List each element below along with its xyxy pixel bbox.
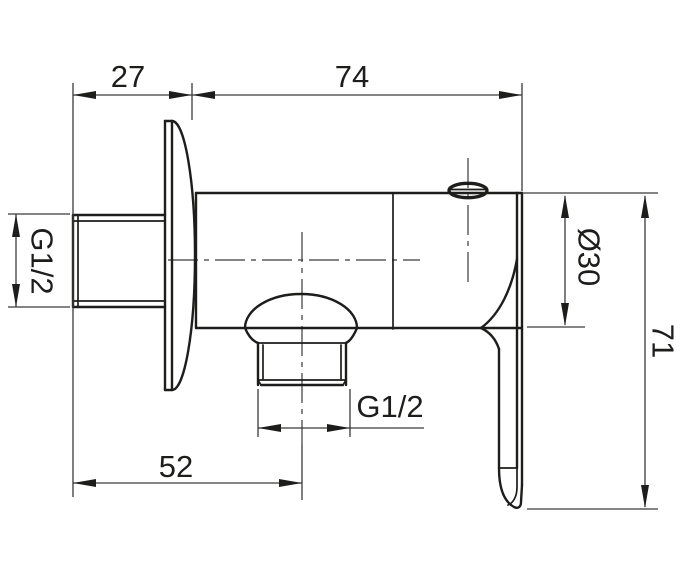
bonnet-screw bbox=[447, 181, 489, 200]
handle-front-curve bbox=[479, 257, 519, 330]
arrowhead bbox=[561, 195, 569, 218]
arrowhead bbox=[169, 91, 192, 99]
dim-74: 74 bbox=[192, 59, 523, 191]
outlet-nipple bbox=[243, 292, 359, 387]
nipple-chamfers bbox=[257, 379, 347, 386]
dim-label-27: 27 bbox=[111, 59, 145, 94]
arrowhead bbox=[641, 195, 649, 218]
inlet-pipe bbox=[71, 213, 167, 309]
arrowhead bbox=[12, 284, 20, 307]
handle-cap-inner bbox=[507, 467, 518, 506]
handle-cap-outer bbox=[497, 466, 524, 509]
dim-52: 52 bbox=[73, 449, 302, 487]
lever-handle bbox=[479, 257, 524, 509]
dim-label-height: 71 bbox=[646, 324, 681, 358]
outlet-left-fillet bbox=[243, 326, 260, 345]
screw-head bbox=[447, 181, 489, 200]
nipple-thread-lines bbox=[262, 344, 342, 380]
dim-diameter: Ø30 bbox=[522, 192, 658, 328]
arrowhead bbox=[192, 91, 215, 99]
dim-label-52: 52 bbox=[159, 449, 193, 484]
arrowhead bbox=[641, 485, 649, 508]
arrowhead bbox=[258, 424, 281, 432]
dim-label-inlet-thread: G1/2 bbox=[25, 227, 60, 294]
dim-label-74: 74 bbox=[335, 59, 369, 94]
dim-label-diameter: Ø30 bbox=[572, 228, 607, 287]
arrowhead bbox=[561, 303, 569, 326]
plate-dome-profile bbox=[170, 119, 197, 392]
dim-label-outlet-thread: G1/2 bbox=[356, 389, 423, 424]
arrowhead bbox=[12, 214, 20, 237]
arrowhead bbox=[499, 91, 522, 99]
escutcheon-plate bbox=[163, 119, 197, 392]
ext-lines-inlet bbox=[8, 213, 70, 308]
dim-outlet-thread: G1/2 bbox=[257, 389, 424, 437]
dim-27: 27 bbox=[72, 59, 193, 497]
arrowhead bbox=[73, 91, 96, 99]
handle-neck-fillet bbox=[479, 326, 501, 351]
arrowhead bbox=[327, 424, 350, 432]
arrowhead bbox=[73, 479, 96, 487]
valve-body bbox=[194, 191, 524, 487]
outlet-dome-arc bbox=[243, 292, 359, 330]
arrowhead bbox=[279, 479, 302, 487]
ext-lines-outlet bbox=[257, 389, 351, 437]
dim-inlet-thread: G1/2 bbox=[8, 213, 70, 308]
dim-height: 71 bbox=[527, 195, 681, 510]
centerlines bbox=[168, 158, 469, 500]
outlet-right-fillet bbox=[344, 326, 359, 345]
